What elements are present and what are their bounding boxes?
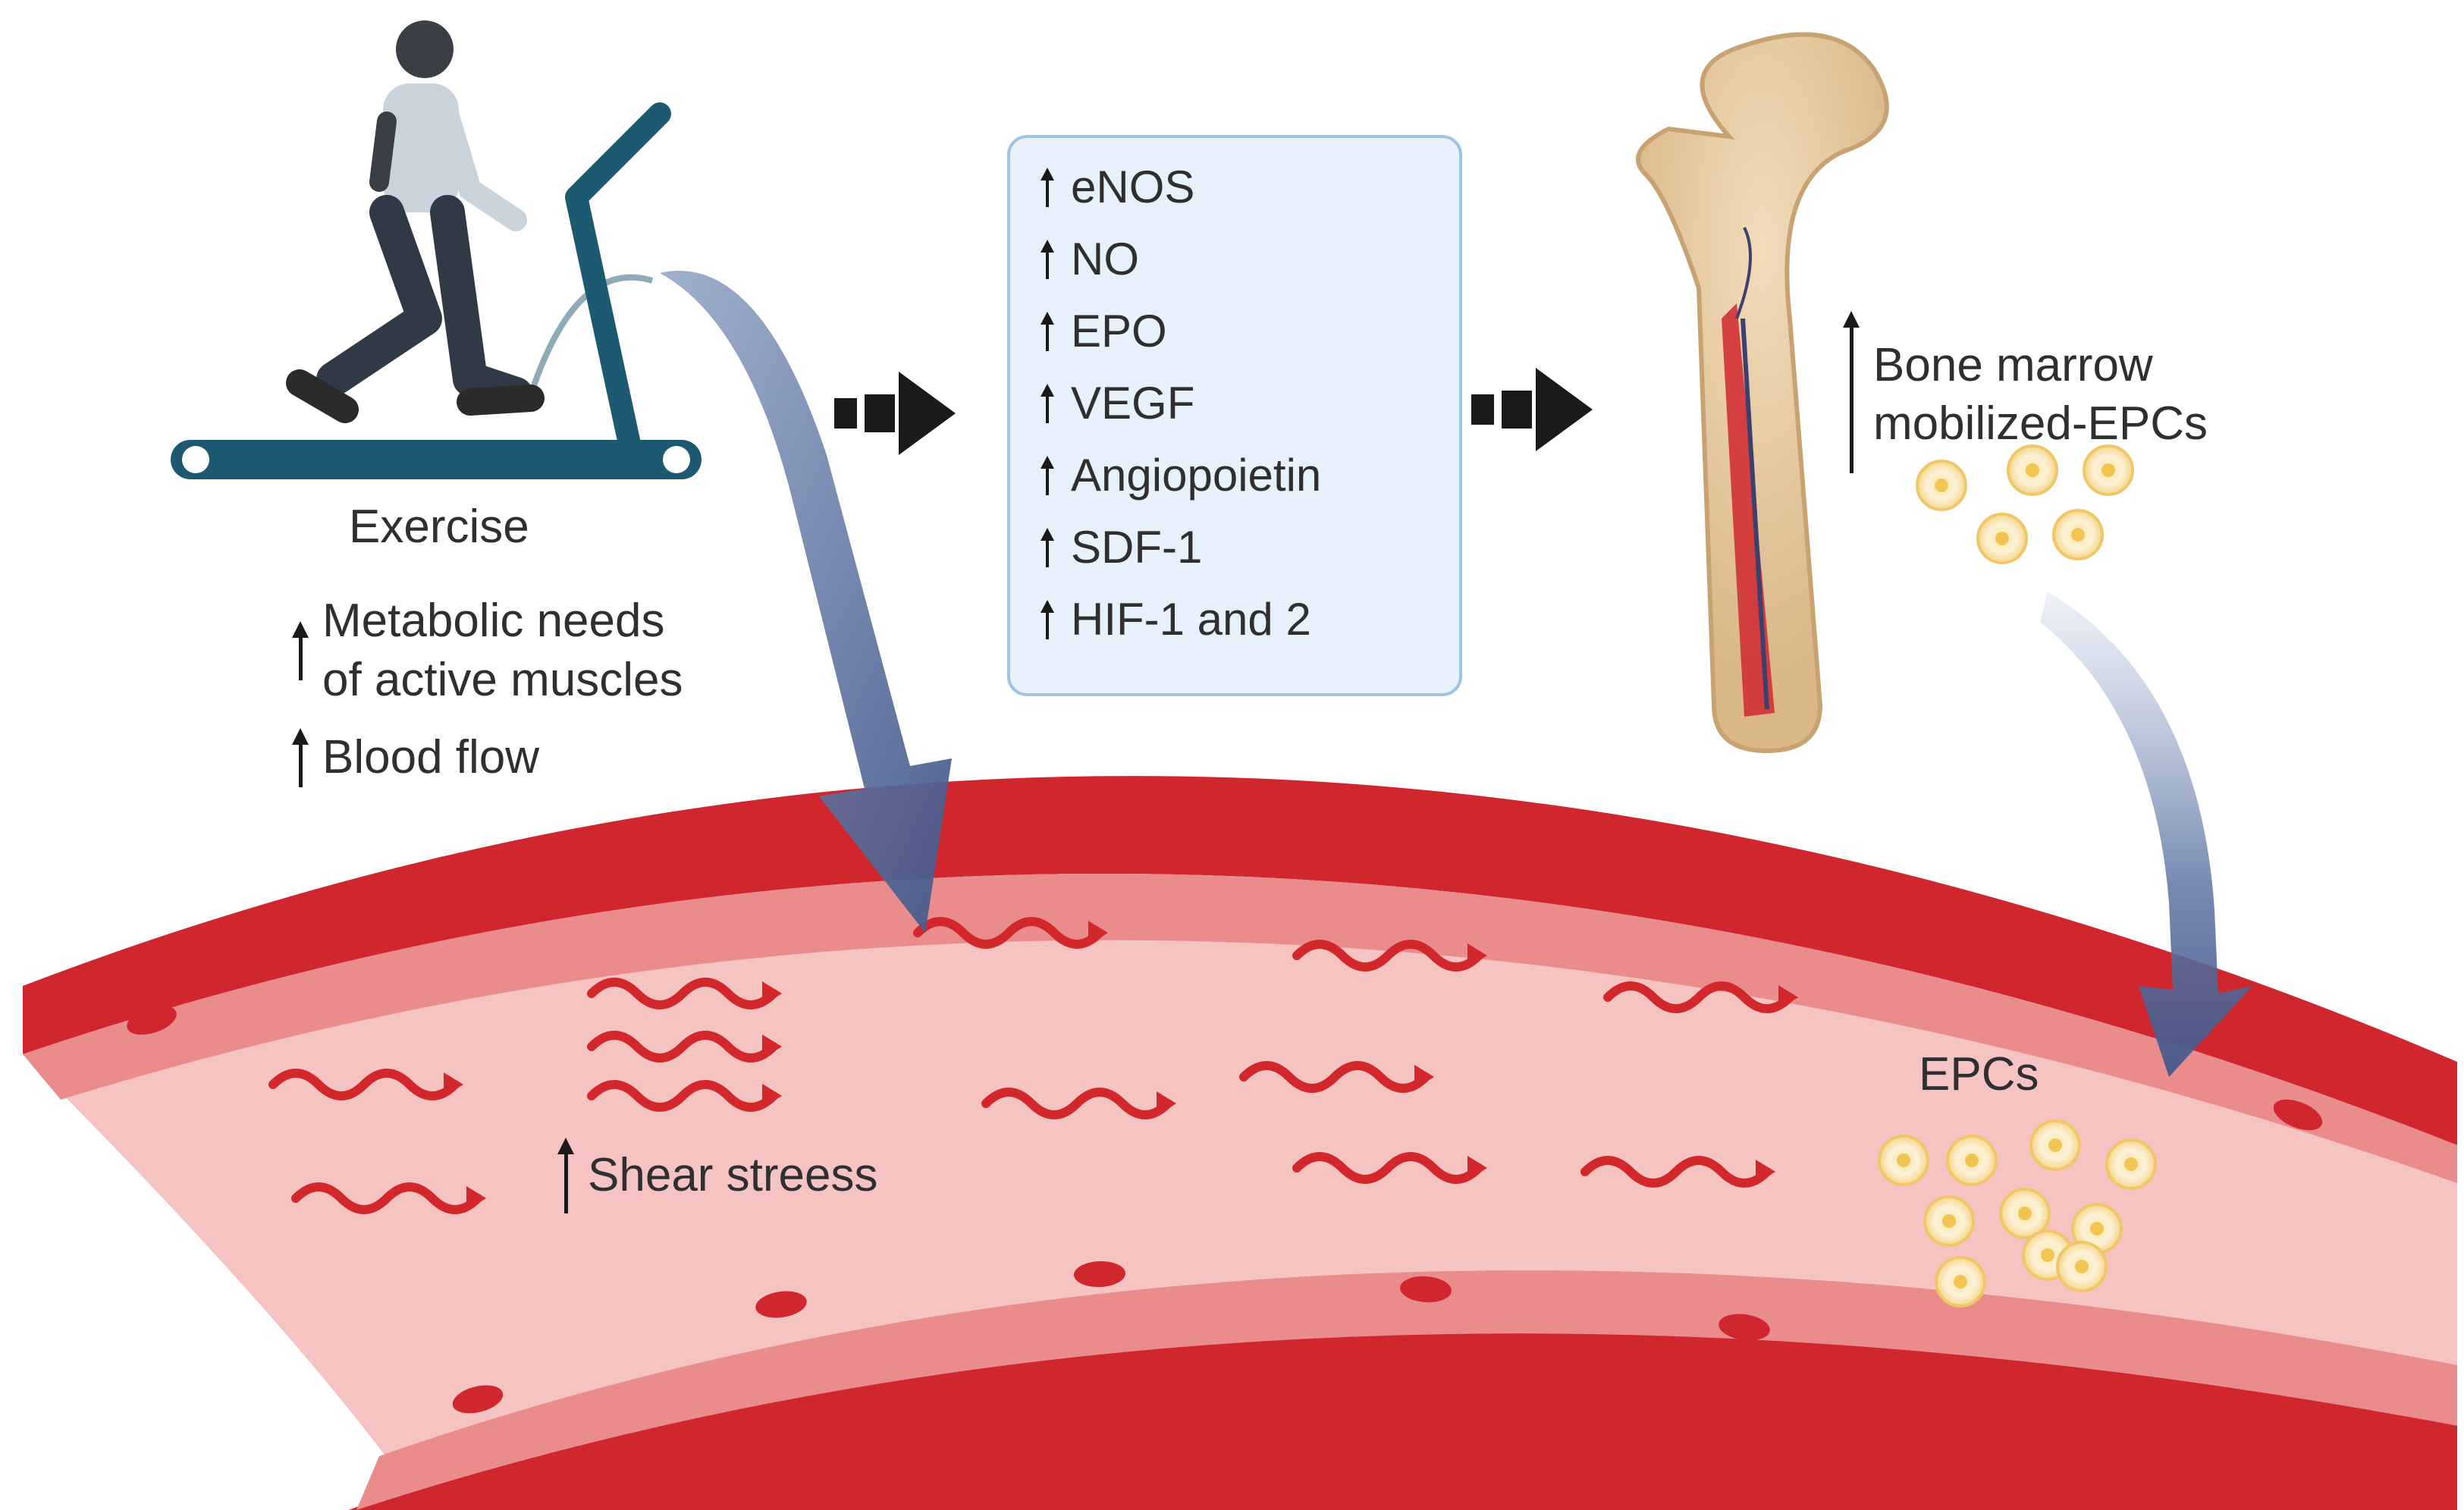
increase-arrow-icon — [1041, 383, 1054, 423]
bone-marrow-line-2: mobilized-EPCs — [1873, 397, 2208, 450]
vessel-wall-top — [23, 776, 2457, 1145]
increase-arrow-icon — [292, 728, 309, 787]
increase-arrow-icon — [557, 1138, 574, 1213]
factor-angiopoietin: Angiopoietin — [1041, 449, 1321, 501]
vessel-wall-bottom — [349, 1304, 2457, 1510]
factor-hif: HIF-1 and 2 — [1041, 593, 1311, 645]
arrow-exercise-to-factors — [834, 372, 956, 455]
shear-stress-label: Shear streess — [588, 1148, 878, 1201]
factor-sdf-1: SDF-1 — [1041, 521, 1202, 573]
factor-epo: EPO — [1041, 305, 1167, 357]
endothelium-bottom — [356, 1270, 2457, 1510]
flow-arrow — [268, 1069, 463, 1100]
bone-marrow-effect: Bone marrow mobilized-EPCs — [1843, 311, 2208, 478]
blood-flow-label: Blood flow — [322, 730, 540, 783]
epc-cluster-vessel — [1878, 1119, 2157, 1308]
marrow-to-vessel-arrow — [2040, 592, 2252, 1077]
epcs-label: EPCs — [1919, 1048, 2039, 1100]
flow-arrow — [1580, 1156, 1775, 1188]
blood-flow-arrows — [268, 917, 1798, 1214]
arrow-factors-to-marrow — [1471, 368, 1593, 451]
metabolic-needs-line-2: of active muscles — [322, 653, 683, 706]
flow-arrow — [913, 917, 1108, 949]
epc-cluster-marrow — [1916, 444, 2134, 564]
factor-enos: eNOS — [1041, 161, 1194, 213]
flow-arrow — [981, 1088, 1176, 1119]
metabolic-needs-effect: Metabolic needs of active muscles — [292, 592, 683, 709]
bone-marrow-line-1: Bone marrow — [1873, 338, 2153, 391]
factors-box: eNOS NO EPO VEGF Angiopoietin SDF-1 HIF-… — [1007, 135, 1462, 696]
flow-arrow — [1239, 1061, 1434, 1093]
exercise-to-vessel-arrow — [660, 271, 952, 933]
increase-arrow-icon — [292, 620, 309, 680]
increase-arrow-icon — [1041, 311, 1054, 351]
increase-arrow-icon — [1041, 599, 1054, 639]
metabolic-needs-line-1: Metabolic needs — [322, 595, 665, 647]
increase-arrow-icon — [1041, 527, 1054, 567]
flow-arrow — [1603, 981, 1798, 1013]
increase-arrow-icon — [1041, 167, 1054, 207]
flow-arrow — [1292, 1152, 1487, 1184]
flow-arrow — [587, 1080, 782, 1112]
exercise-label: Exercise — [349, 501, 529, 553]
flow-arrow — [587, 978, 782, 1009]
factor-no: NO — [1041, 233, 1139, 285]
blood-flow-effect: Blood flow — [292, 728, 539, 787]
runner-icon — [286, 20, 545, 423]
treadmill-icon — [171, 102, 702, 479]
flow-arrow — [291, 1182, 486, 1214]
flow-arrow — [587, 1031, 782, 1063]
increase-arrow-icon — [1843, 311, 1860, 478]
flow-arrow — [1292, 940, 1487, 972]
bone-icon — [1636, 32, 1889, 754]
endothelium-top — [23, 873, 2457, 1183]
factor-vegf: VEGF — [1041, 377, 1194, 429]
blood-vessel — [23, 776, 2457, 1510]
increase-arrow-icon — [1041, 239, 1054, 279]
shear-stress-effect: Shear streess — [557, 1138, 878, 1213]
increase-arrow-icon — [1041, 455, 1054, 495]
